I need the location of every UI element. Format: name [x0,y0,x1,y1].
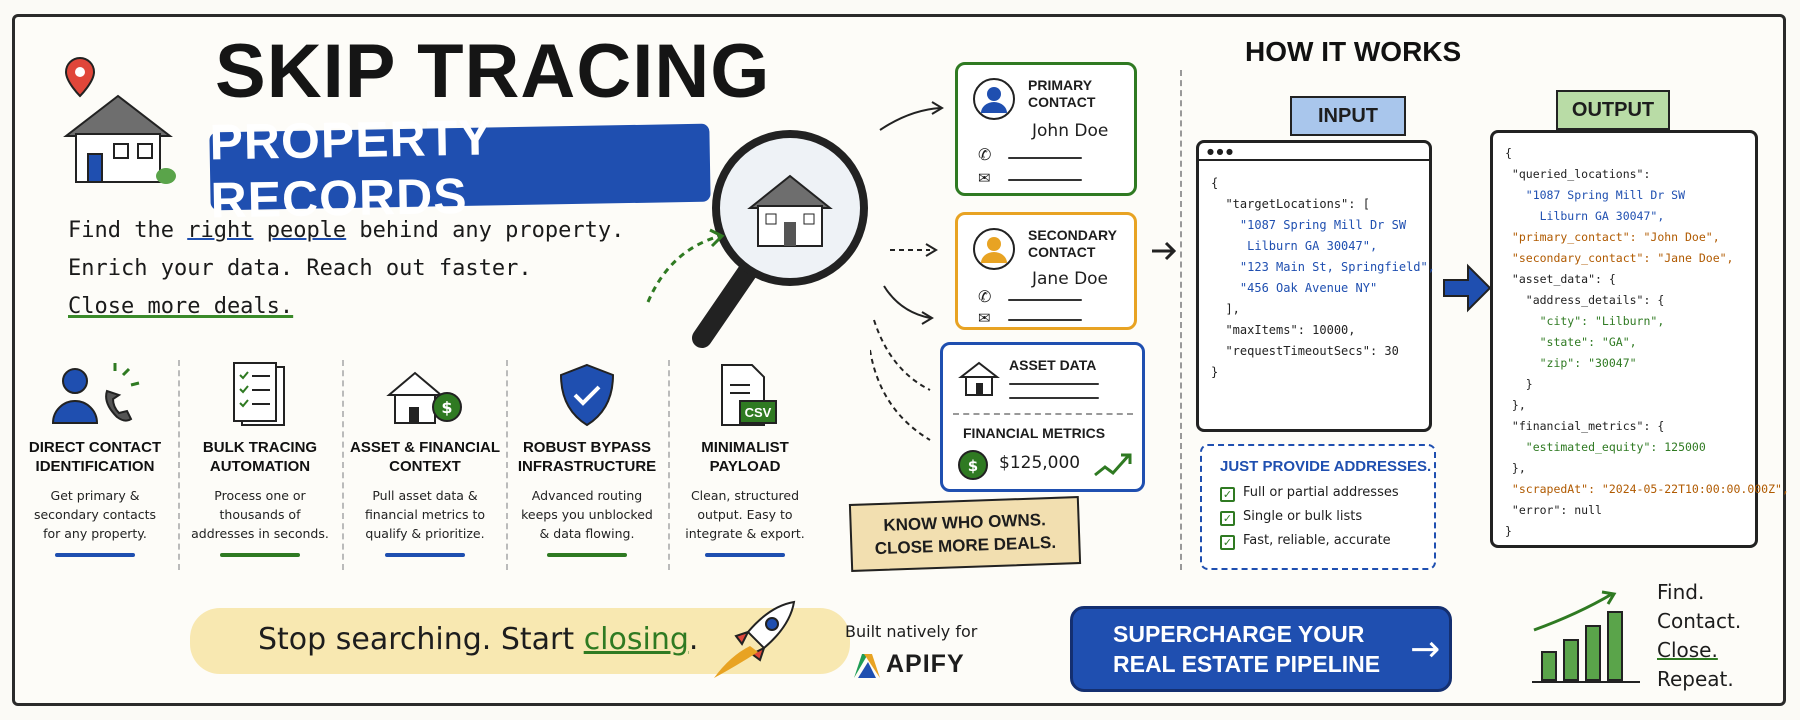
code-line: "scrapedAt": "2024-05-22T10:00:00.000Z", [1505,482,1789,496]
connector-arrows [870,101,944,441]
arrow-right-icon [1152,241,1177,261]
stop-searching-text: Stop searching. Start closing. [258,622,699,657]
how-it-works-title: HOW IT WORKS [1245,36,1462,67]
code-line: } [1505,377,1533,391]
list-item: ✓Fast, reliable, accurate [1220,529,1434,553]
code-line: "city": "Lilburn", [1505,314,1665,328]
curved-arrow-icon [646,228,725,303]
code-line: "asset_data": { [1505,272,1616,286]
code-line: } [1211,365,1219,379]
code-line: { [1505,146,1512,160]
code-line: ], [1211,302,1240,316]
shield-check-icon [559,363,615,427]
code-line: }, [1505,461,1526,475]
house-dollar-icon: $ [386,371,462,424]
arrow-right-icon: → [1410,628,1441,670]
subtitle-text: PROPERTY RECORDS [209,109,493,229]
code-line: }, [1505,398,1526,412]
divider [342,360,344,570]
phone-icon: ✆ [978,287,992,306]
code-line: "state": "GA", [1505,335,1637,349]
avatar-icon [973,228,1015,270]
mail-icon: ✉ [978,309,991,327]
page-title: SKIP TRACING [215,29,771,114]
csv-file-icon: CSV [721,364,777,426]
code-line: Lilburn GA 30047", [1211,239,1378,253]
know-who-owns-ribbon: KNOW WHO OWNS.CLOSE MORE DEALS. [848,496,1082,572]
secondary-contact-name: Jane Doe [1032,269,1109,289]
magnifier-house-icon [692,130,868,348]
code-line: "1087 Spring Mill Dr SW [1211,218,1407,232]
person-phone-icon [51,363,140,424]
tagline-line-2: Enrich your data. Reach out faster. [68,256,532,281]
code-line: "1087 Spring Mill Dr SW [1505,188,1686,202]
code-line: } [1505,524,1512,538]
financial-amount: $125,000 [999,453,1081,473]
find-contact-close-list: Find. Contact. Close. Repeat. [1657,580,1742,691]
output-code: { "queried_locations": "1087 Spring Mill… [1505,143,1789,542]
tagline: Find the right people behind any propert… [68,212,624,326]
apify-logo-icon [854,654,880,678]
growth-bars-icon [1532,590,1640,683]
list-item: ✓Single or bulk lists [1220,505,1434,529]
big-arrow-right-icon [1443,263,1492,313]
code-line: "zip": "30047" [1505,356,1637,370]
input-code: { "targetLocations": [ "1087 Spring Mill… [1211,173,1435,383]
svg-text:$: $ [968,457,978,475]
rocket-icon [714,600,796,678]
section-divider [1180,70,1182,570]
input-label: INPUT [1290,96,1406,136]
output-window: { "queried_locations": "1087 Spring Mill… [1490,130,1789,548]
mail-icon: ✉ [978,169,991,187]
apify-brand: APIFY [886,650,965,678]
code-line: "requestTimeoutSecs": 30 [1211,344,1399,358]
divider [506,360,508,570]
subtitle-banner: PROPERTY RECORDS [209,109,711,228]
asset-data-card: ASSET DATA FINANCIAL METRICS $ $125,000 [940,342,1145,492]
code-line: "primary_contact": "John Doe", [1505,230,1720,244]
checklist-icon [233,362,285,426]
built-for-text: Built natively for [845,622,978,641]
tagline-line-3: Close more deals. [68,294,294,319]
tagline-line-1: Find the right people behind any propert… [68,218,625,243]
code-line: "address_details": { [1505,293,1665,307]
csv-badge: CSV [745,405,772,420]
code-line: "secondary_contact": "Jane Doe", [1505,251,1734,265]
phone-icon: ✆ [978,145,992,164]
trend-up-icon [1094,453,1132,477]
svg-text:$: $ [441,398,452,417]
code-line: "estimated_equity": 125000 [1505,440,1706,454]
code-line: "queried_locations": [1505,167,1651,181]
input-window: ● ● ● { "targetLocations": [ "1087 Sprin… [1196,140,1435,432]
just-provide-box: JUST PROVIDE ADDRESSES. ✓Full or partial… [1200,444,1436,570]
code-line: "error": null [1505,503,1602,517]
code-line: "targetLocations": [ [1211,197,1370,211]
divider [178,360,180,570]
code-line: "maxItems": 10000, [1211,323,1356,337]
code-line: { [1211,176,1219,190]
window-controls-icon: ● ● ● [1199,143,1429,161]
output-label: OUTPUT [1556,90,1670,130]
avatar-icon [973,78,1015,120]
list-item: ✓Full or partial addresses [1220,481,1434,505]
code-line: "456 Oak Avenue NY" [1211,281,1378,295]
code-line: Lilburn GA 30047", [1505,209,1665,223]
house-icon [958,361,1000,396]
dollar-coin-icon: $ [958,450,988,480]
divider [668,360,670,570]
primary-contact-name: John Doe [1032,121,1109,141]
code-line: "financial_metrics": { [1505,419,1665,433]
house-pin-icon [63,56,176,184]
code-line: "123 Main St, Springfield", [1211,260,1435,274]
